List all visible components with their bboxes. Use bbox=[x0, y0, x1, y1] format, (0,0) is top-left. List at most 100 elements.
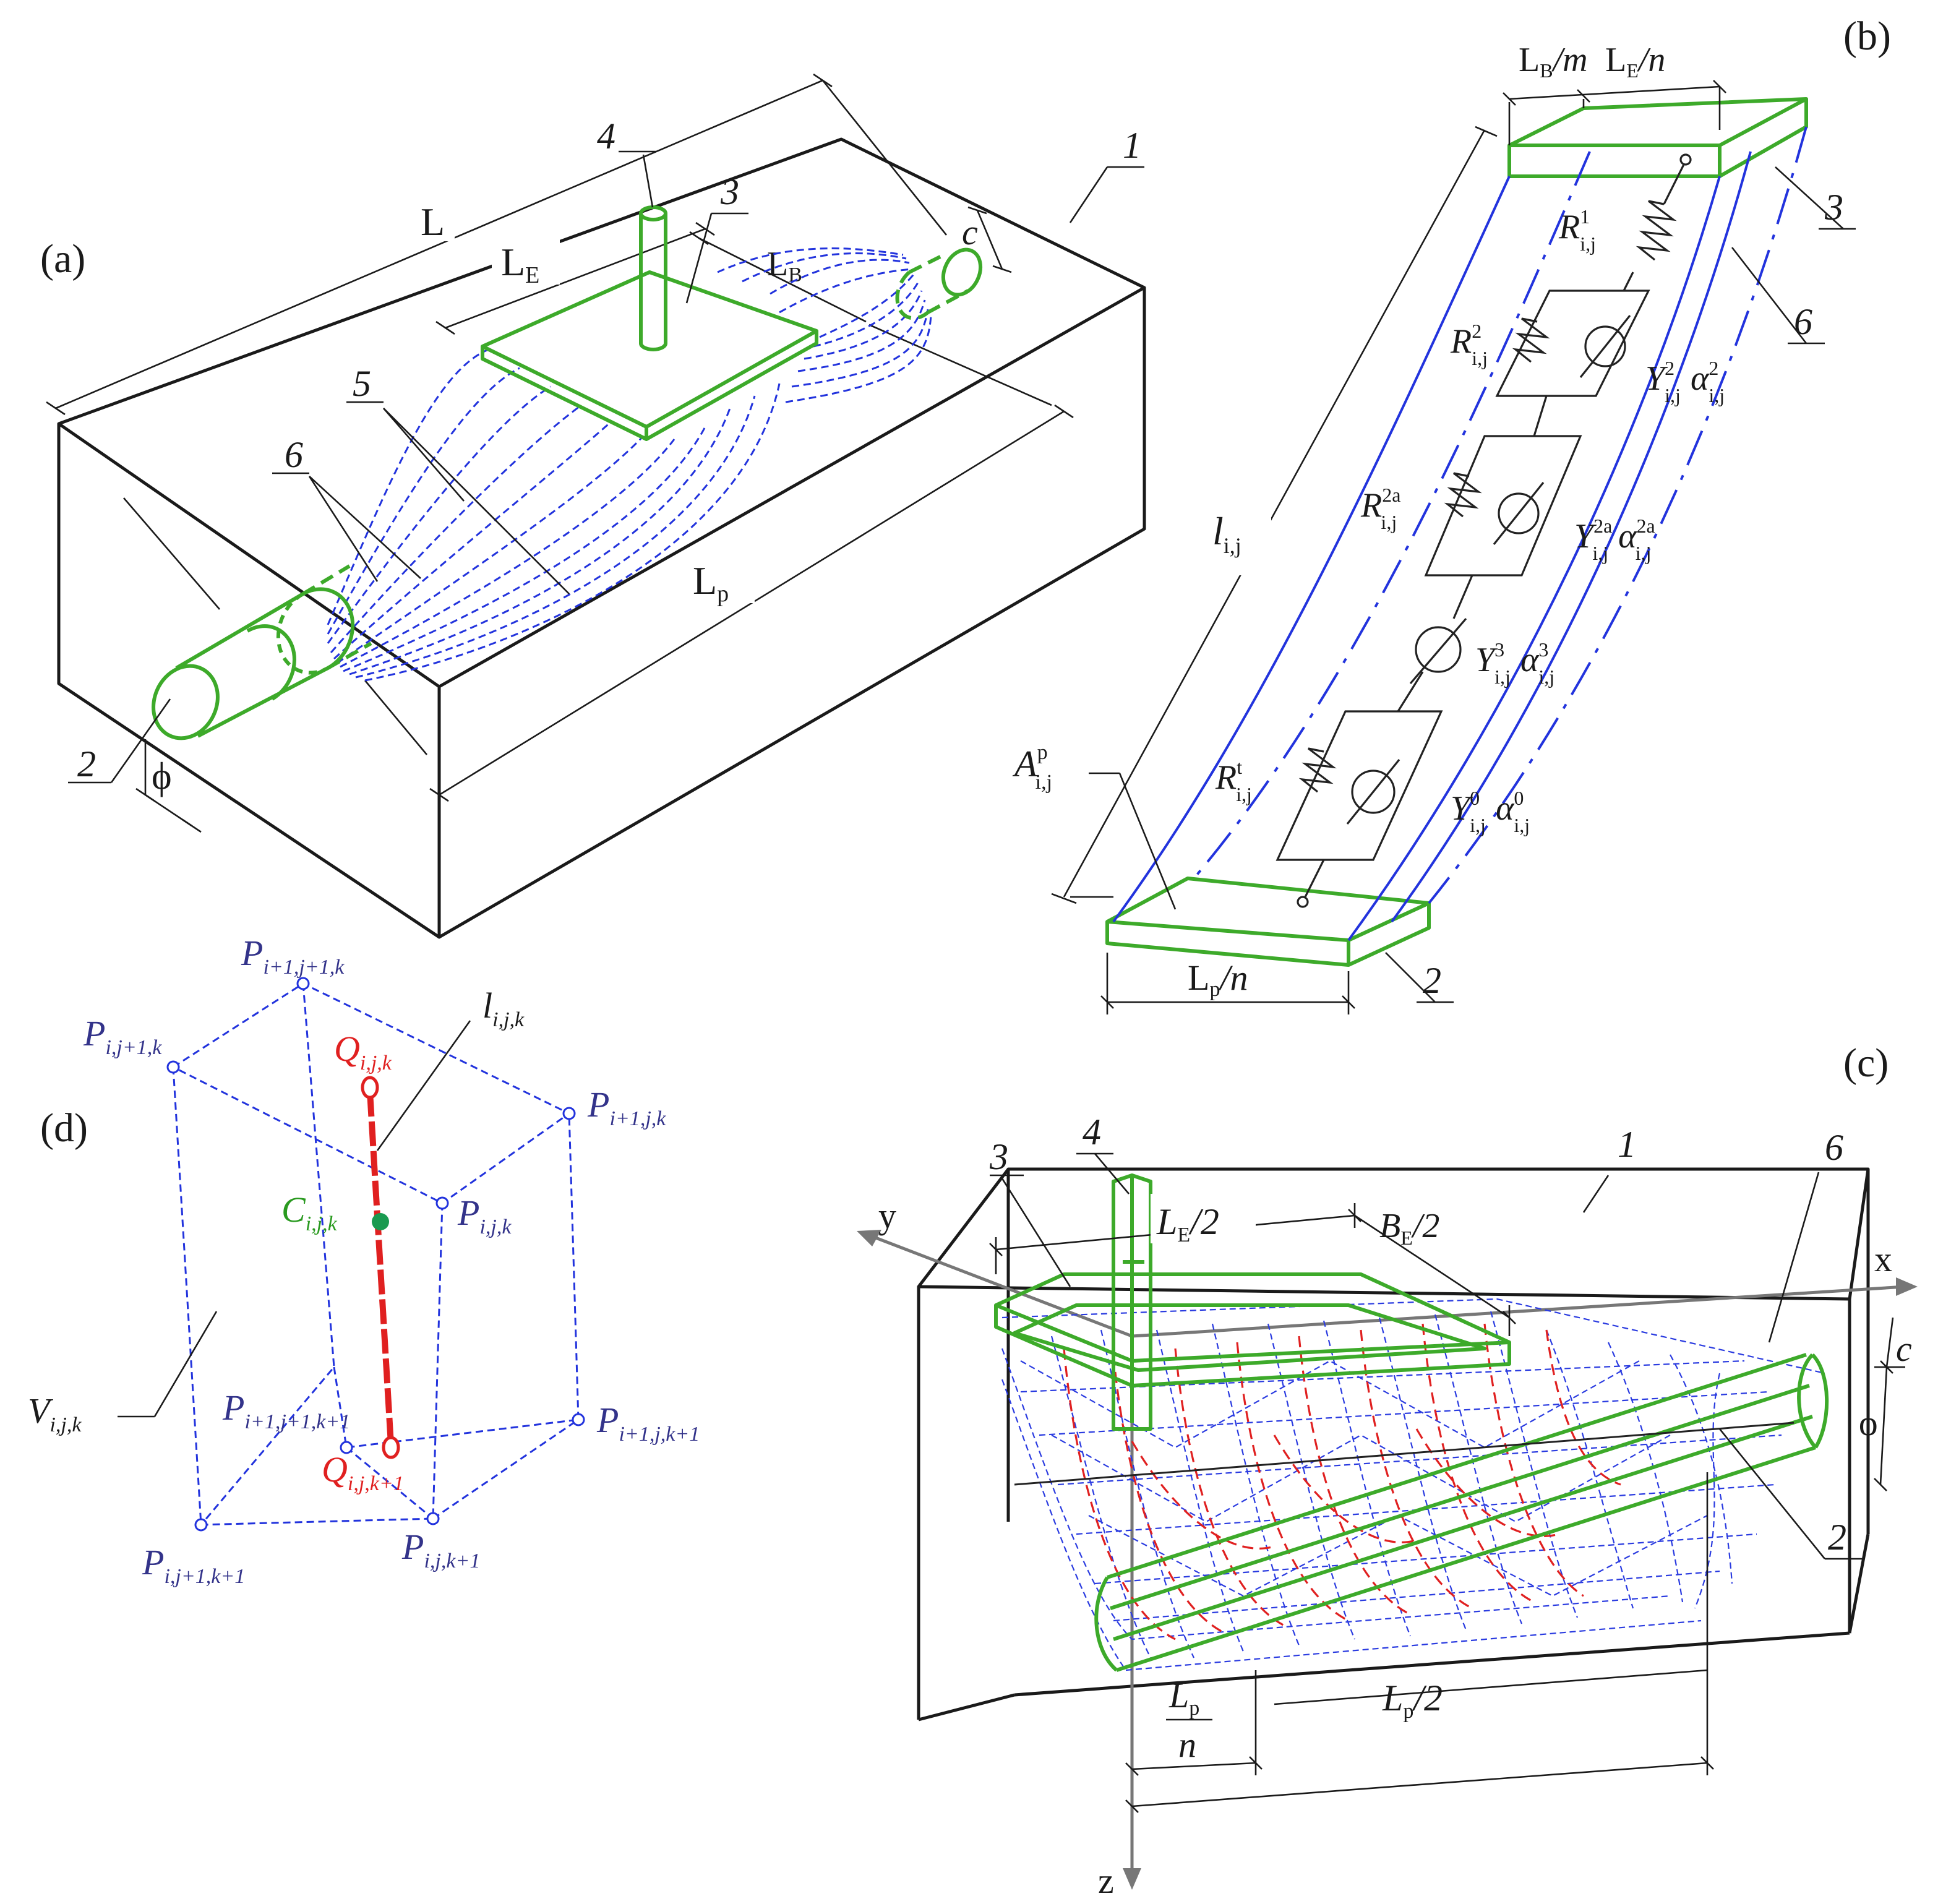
label-P-i1jk: Pi+1,j,k bbox=[587, 1084, 666, 1130]
callout-6: 6 bbox=[285, 434, 303, 475]
bottom-slab-b bbox=[1105, 877, 1431, 967]
label-V-ijk: Vi,j,k bbox=[28, 1391, 82, 1436]
callout-2: 2 bbox=[77, 744, 96, 784]
node-P-ijk1 bbox=[426, 1512, 440, 1525]
label-l-ijk: li,j,k bbox=[482, 985, 525, 1031]
label-P-ij1k: Pi,j+1,k bbox=[83, 1013, 162, 1059]
dim-c-label: c bbox=[962, 212, 978, 252]
dim-Lp-label: Lp bbox=[693, 559, 729, 607]
callout-5: 5 bbox=[353, 363, 371, 404]
label-P-i1jk1: Pi+1,j,k+1 bbox=[596, 1400, 700, 1446]
dim-phi-c: ϕ bbox=[1859, 1403, 1878, 1443]
svg-text:3: 3 bbox=[989, 1136, 1008, 1177]
dim-Lpn-num: Lp bbox=[1168, 1675, 1199, 1720]
dims-b: LB/m LE/n li,j Lp/n bbox=[1051, 41, 1726, 1014]
dim-phi-label: ϕ bbox=[152, 755, 172, 797]
rod-a bbox=[639, 205, 667, 351]
top-slab-b bbox=[1507, 97, 1808, 178]
callout-4: 4 bbox=[597, 116, 615, 157]
axis-y-label: y bbox=[878, 1196, 896, 1236]
dim-c-c: c bbox=[1896, 1329, 1912, 1369]
svg-text:6: 6 bbox=[1825, 1127, 1843, 1168]
aux-line bbox=[364, 680, 427, 755]
panel-c: (c) y x z bbox=[857, 1040, 1918, 1901]
panel-d-label: (d) bbox=[40, 1105, 88, 1151]
callouts-b: 3 6 2 bbox=[1385, 166, 1856, 1003]
panel-c-box bbox=[917, 1167, 1870, 1722]
svg-text:Api,j: Api,j bbox=[1012, 741, 1052, 794]
anode-plate-a bbox=[481, 270, 818, 441]
block-right-face bbox=[438, 288, 1146, 939]
dim-LB-label: LB bbox=[767, 245, 802, 286]
pipe-a bbox=[152, 247, 983, 740]
dim-c-a: c bbox=[962, 206, 1012, 273]
dim-BE2: BE/2 bbox=[1379, 1207, 1439, 1249]
label-Q-ijk1: Qi,j,k+1 bbox=[322, 1449, 404, 1495]
panel-a-block bbox=[57, 137, 1146, 939]
dim-LBm: LB/m bbox=[1519, 41, 1588, 82]
axes-c: y x z bbox=[857, 1196, 1918, 1901]
panel-a: (a) L LE LB c Lp bbox=[40, 73, 1146, 939]
node-P-i1jk bbox=[562, 1107, 576, 1120]
aux-line bbox=[123, 497, 220, 610]
dim-lij: li,j bbox=[1212, 509, 1241, 558]
circuit-b bbox=[1276, 153, 1692, 908]
dim-Lpn-den: n bbox=[1178, 1725, 1196, 1765]
node-P-ij1k1 bbox=[194, 1518, 208, 1532]
labels-d: Pi+1,j+1,k Pi,j+1,k Pi+1,j,k Pi,j,k Pi+1… bbox=[28, 933, 700, 1588]
current-lines-a bbox=[327, 247, 932, 682]
dims-c: LE/2 BE/2 c ϕ Lp n Lp/2 bbox=[989, 1194, 1912, 1813]
dim-LEn: LE/n bbox=[1605, 41, 1665, 82]
dim-L-label: L bbox=[421, 200, 445, 244]
svg-text:3: 3 bbox=[1824, 187, 1843, 228]
callouts-a: 2 1 3 4 5 6 bbox=[68, 116, 1144, 784]
panel-c-label: (c) bbox=[1843, 1040, 1889, 1086]
svg-text:6: 6 bbox=[1794, 301, 1812, 342]
block-front-face bbox=[57, 424, 441, 939]
flow-lines-c bbox=[1063, 1323, 1621, 1640]
callouts-c: 4 3 1 6 2 bbox=[989, 1112, 1862, 1560]
label-P-ij1k1: Pi,j+1,k+1 bbox=[142, 1542, 245, 1588]
axis-z-label: z bbox=[1098, 1861, 1114, 1901]
node-P-i1jk1 bbox=[572, 1413, 585, 1426]
node-P-i1j1k1 bbox=[340, 1441, 353, 1454]
panel-a-label: (a) bbox=[40, 236, 85, 281]
node-P-i1j1k bbox=[296, 977, 310, 990]
label-P-ijk1: Pi,j,k+1 bbox=[401, 1527, 480, 1572]
svg-text:1: 1 bbox=[1618, 1124, 1636, 1165]
node-P-ij1k bbox=[166, 1060, 180, 1074]
dim-LE2: LE/2 bbox=[1156, 1201, 1219, 1246]
tube-lines-b bbox=[1112, 126, 1807, 941]
label-P-i1j1k: Pi+1,j+1,k bbox=[241, 933, 345, 979]
dim-L: L bbox=[46, 73, 948, 416]
dim-LB: LB bbox=[689, 231, 867, 323]
label-Q-ijk: Qi,j,k bbox=[334, 1029, 392, 1074]
label-P-i1j1k1: Pi+1,j+1,k+1 bbox=[222, 1387, 350, 1433]
svg-text:2: 2 bbox=[1828, 1517, 1846, 1558]
svg-text:4: 4 bbox=[1083, 1112, 1101, 1152]
dim-phi-a: ϕ bbox=[135, 739, 202, 833]
dim-Lp: Lp bbox=[429, 404, 1074, 802]
dim-Lp2: Lp/2 bbox=[1382, 1678, 1443, 1723]
node-P-ijk bbox=[435, 1196, 449, 1210]
callout-1: 1 bbox=[1123, 125, 1141, 166]
svg-text:2: 2 bbox=[1423, 960, 1441, 1001]
panel-b: (b) bbox=[1012, 14, 1891, 1014]
nodes-d bbox=[166, 977, 585, 1532]
axis-x-label: x bbox=[1874, 1239, 1892, 1279]
panel-b-label: (b) bbox=[1843, 14, 1891, 59]
label-C-ijk: Ci,j,k bbox=[281, 1190, 338, 1235]
mesh-c bbox=[1001, 1298, 1825, 1671]
panel-d: (d) Pi+1,j+1,k Pi,j+1,k Pi+1,j,k Pi,j,k … bbox=[28, 933, 700, 1588]
dim-LE: LE bbox=[435, 221, 715, 335]
